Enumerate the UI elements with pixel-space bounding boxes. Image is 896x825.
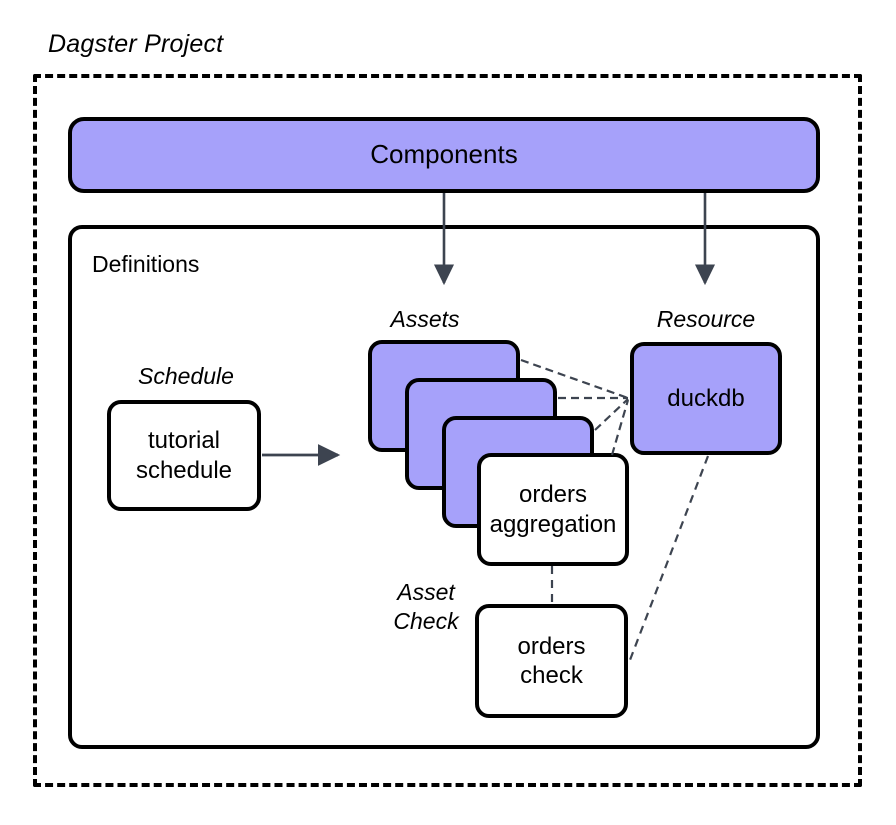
diagram-title: Dagster Project <box>48 30 224 58</box>
orders-check-label: orders check <box>517 632 586 689</box>
orders-aggregation-label: orders aggregation <box>489 481 617 538</box>
components-node[interactable]: Components <box>68 117 820 193</box>
resource-group-label: Resource <box>656 306 756 332</box>
schedule-group-label: Schedule <box>138 363 234 389</box>
definitions-label: Definitions <box>92 251 200 277</box>
orders-aggregation-node[interactable]: orders aggregation <box>477 453 629 566</box>
tutorial-schedule-node[interactable]: tutorial schedule <box>107 400 261 511</box>
duckdb-node[interactable]: duckdb <box>630 342 782 455</box>
asset-check-group-label: Asset Check <box>393 579 459 635</box>
dagster-project-frame <box>33 74 862 787</box>
assets-group-label: Assets <box>390 306 460 332</box>
duckdb-label: duckdb <box>667 384 745 412</box>
orders-check-node[interactable]: orders check <box>475 604 628 718</box>
tutorial-schedule-label: tutorial schedule <box>135 427 233 484</box>
components-node-label: Components <box>370 139 518 170</box>
